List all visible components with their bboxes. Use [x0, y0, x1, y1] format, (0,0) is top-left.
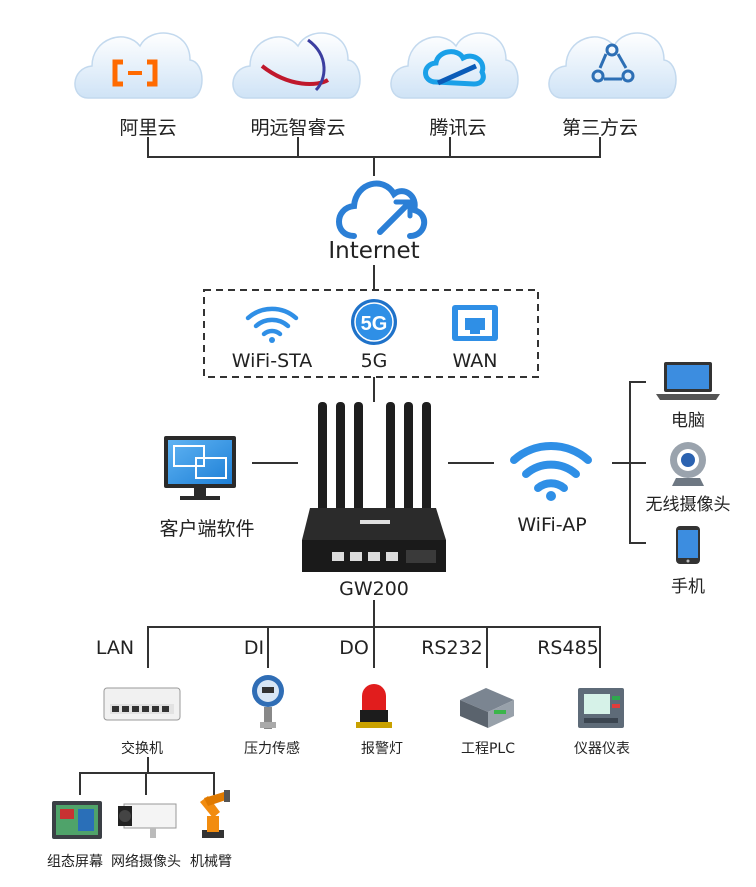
pressure-gauge-icon	[252, 675, 284, 729]
uplink-group-box	[203, 289, 539, 378]
instrument-panel-icon	[578, 688, 624, 728]
webcam-icon	[670, 442, 706, 486]
5g-badge-text: 5G	[361, 313, 388, 335]
client-software-label: 客户端软件	[159, 518, 255, 540]
gateway-label: GW200	[339, 578, 409, 600]
share-network-icon	[591, 43, 635, 83]
plc-icon	[460, 688, 514, 728]
laptop-icon	[656, 362, 720, 400]
device-label-plc: 工程PLC	[460, 741, 516, 757]
wifi-icon	[245, 306, 299, 343]
internet-cloud-icon	[336, 180, 427, 239]
internet-label: Internet	[328, 238, 420, 264]
bullet-camera-icon	[118, 803, 177, 838]
interface-label-do: DO	[339, 637, 369, 659]
device-label-pressure: 压力传感	[244, 741, 300, 757]
tencent-cloud-logo-icon	[423, 49, 486, 87]
interface-label-lan: LAN	[95, 637, 135, 659]
cloud-label-third-party: 第三方云	[561, 117, 639, 139]
cloud-provider-aliyun	[74, 32, 203, 99]
connector-lines	[79, 137, 646, 795]
device-label-instrument: 仪器仪表	[574, 741, 630, 757]
router-icon	[302, 402, 446, 572]
aliyun-logo-icon	[112, 59, 158, 87]
wifi-device-label-pc: 电脑	[671, 411, 705, 431]
cloud-shape-icon	[548, 32, 677, 99]
phone-icon	[676, 526, 700, 564]
wifi-device-label-camera: 无线摄像头	[645, 495, 731, 515]
cloud-label-tencent: 腾讯云	[429, 117, 487, 139]
interface-label-rs485: RS485	[537, 637, 599, 659]
cloud-provider-tencent	[390, 32, 519, 99]
uplink-label-5g: 5G	[360, 350, 388, 372]
ethernet-port-icon	[452, 305, 498, 341]
uplink-label-wifi-sta: WiFi-STA	[231, 350, 313, 372]
cloud-label-mingyuan: 明远智睿云	[250, 117, 346, 139]
monitor-icon	[164, 436, 236, 500]
lan-device-label-hmi: 组态屏幕	[47, 854, 103, 870]
uplink-label-wan: WAN	[452, 350, 498, 372]
cloud-shape-icon	[232, 32, 361, 99]
interface-label-di: DI	[243, 637, 265, 659]
switch-icon	[103, 687, 181, 721]
cloud-shape-icon	[74, 32, 203, 99]
cloud-label-aliyun: 阿里云	[119, 117, 177, 139]
wifi-icon	[510, 442, 592, 501]
interface-label-rs232: RS232	[421, 637, 483, 659]
lan-device-label-camera: 网络摄像头	[111, 854, 181, 870]
cloud-shape-icon	[390, 32, 519, 99]
wifi-device-label-phone: 手机	[671, 577, 705, 597]
lan-device-label-robot-arm: 机械臂	[190, 854, 232, 870]
5g-badge-icon: 5G	[351, 299, 397, 345]
device-label-alarm: 报警灯	[361, 741, 403, 757]
cloud-provider-third-party	[548, 32, 677, 99]
device-label-switch: 交换机	[121, 741, 163, 757]
hmi-screen-icon	[52, 801, 102, 839]
wifi-ap-label: WiFi-AP	[517, 514, 587, 536]
cloud-provider-mingyuan	[232, 32, 361, 99]
robot-arm-icon	[200, 790, 230, 838]
mingyuan-logo-icon	[260, 38, 330, 92]
alarm-light-icon	[356, 684, 392, 728]
